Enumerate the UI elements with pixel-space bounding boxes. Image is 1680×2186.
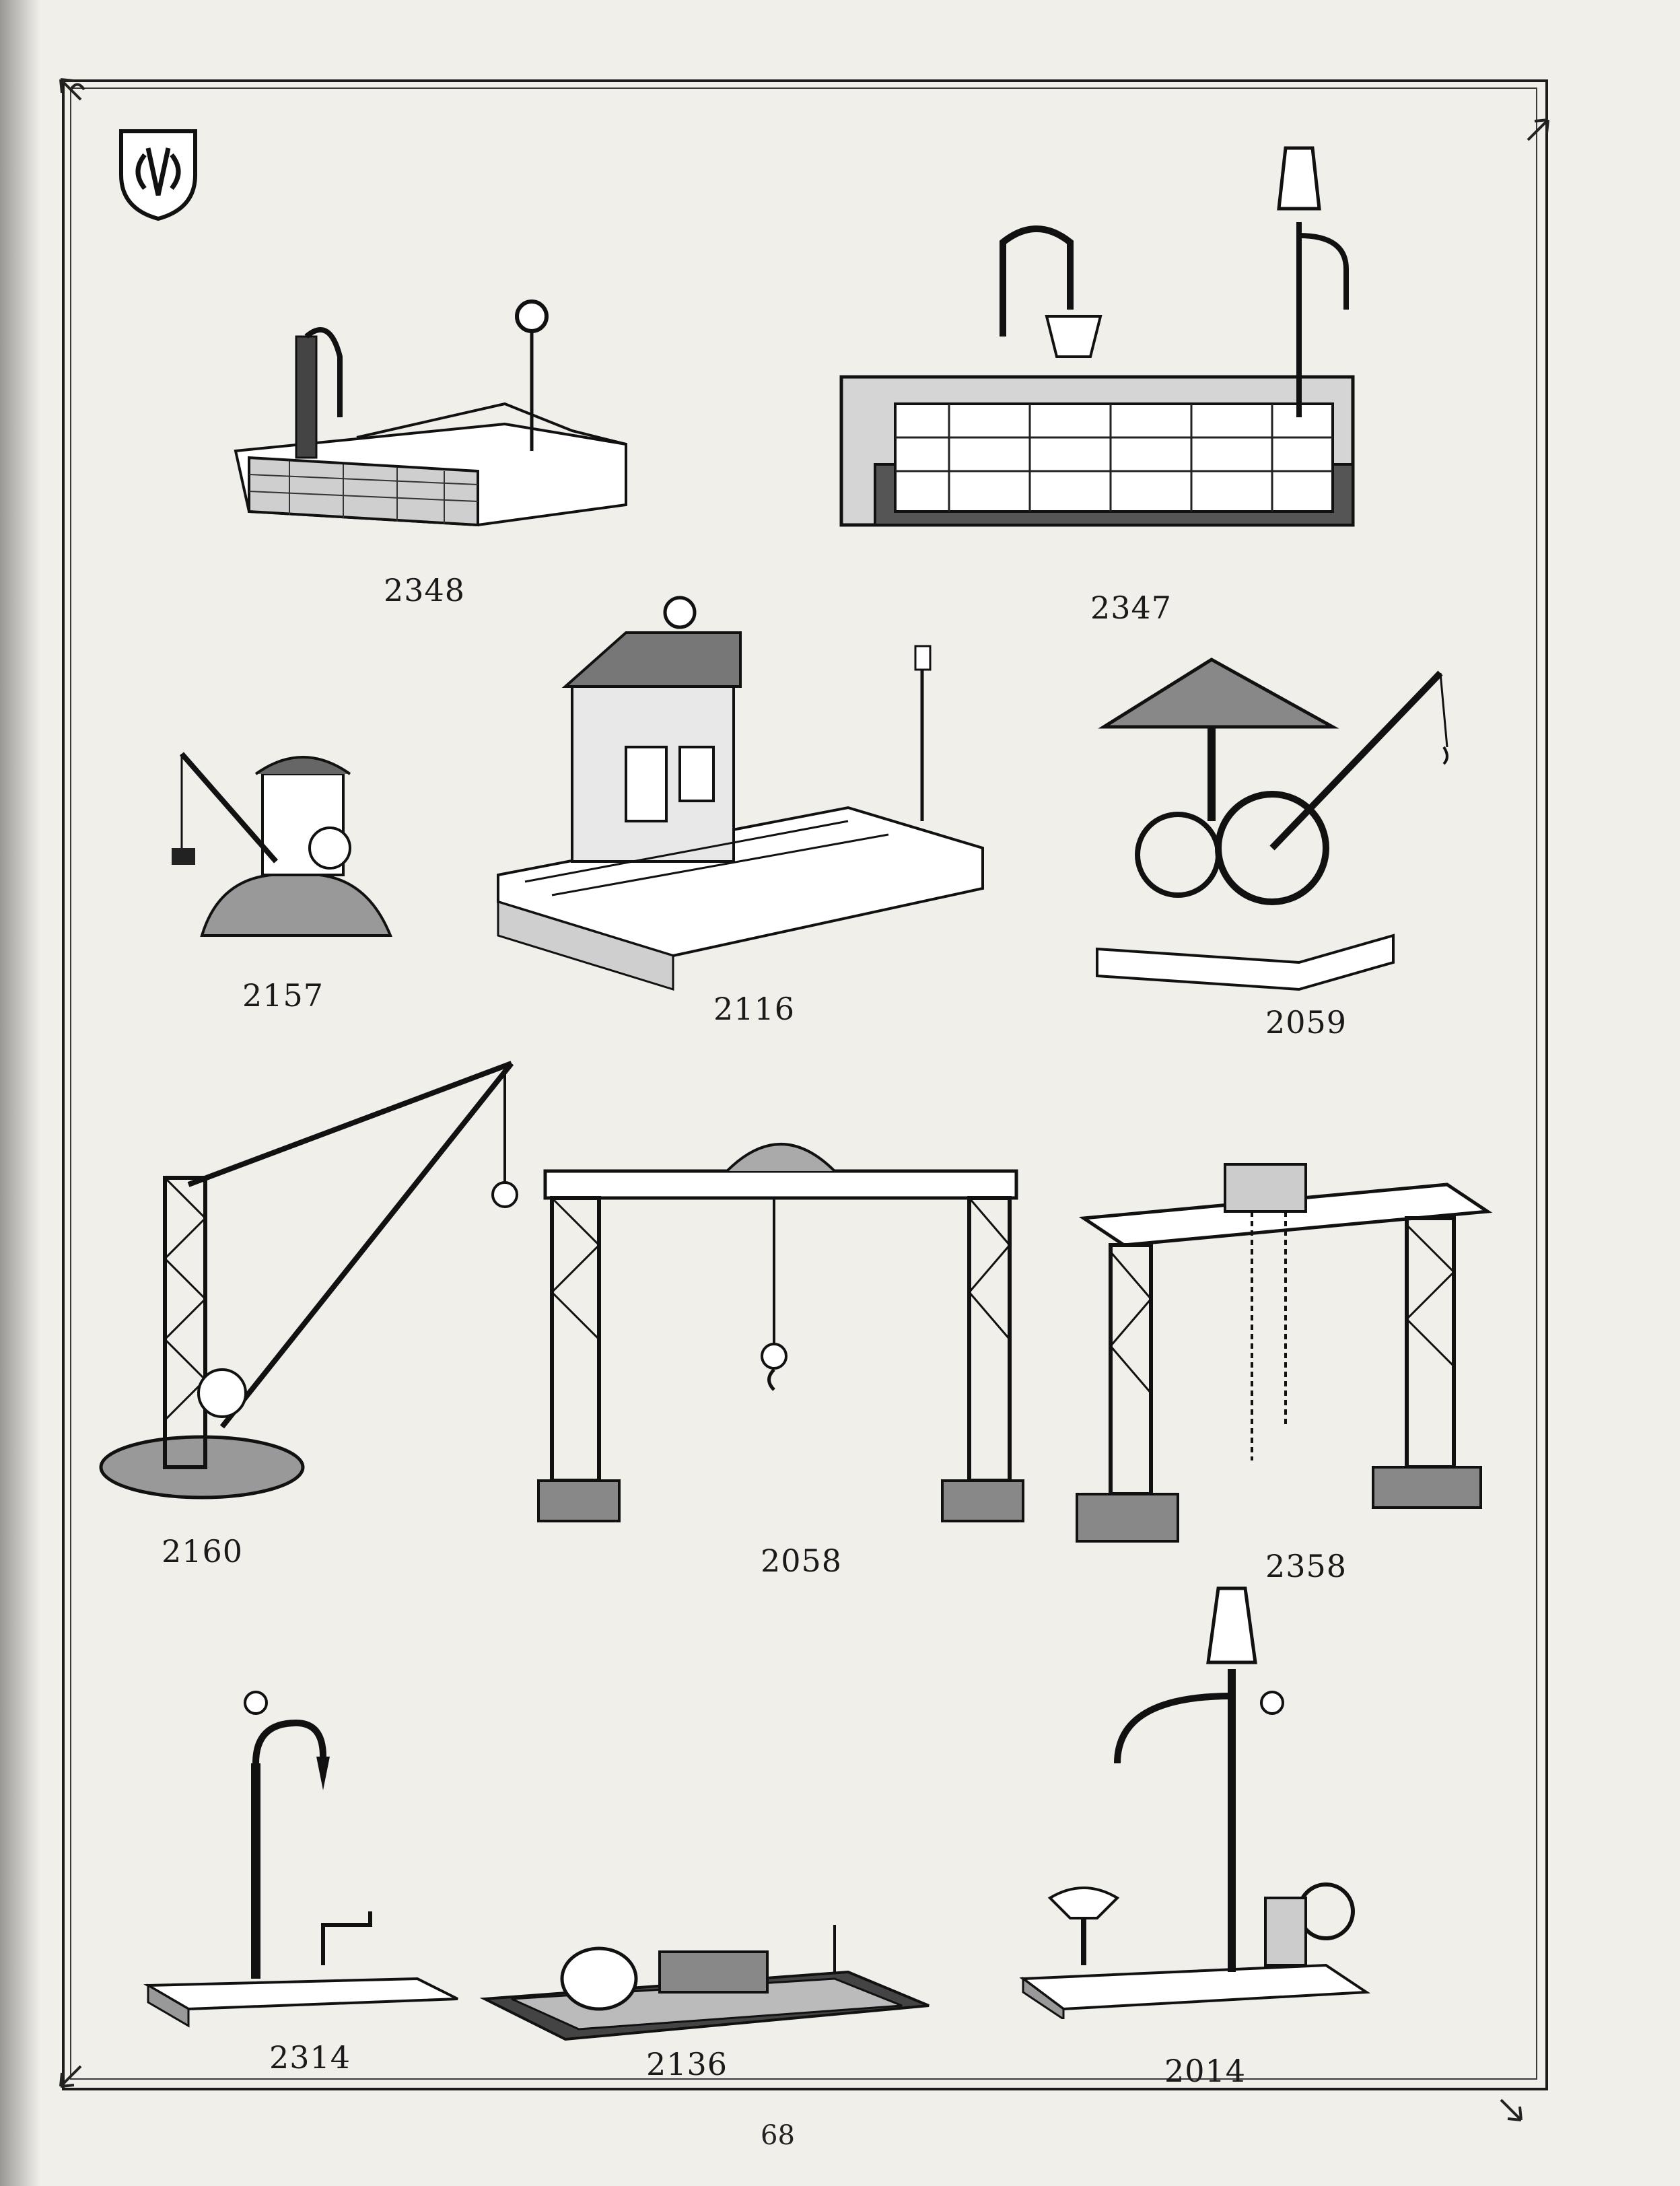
item-label-2348: 2348 [384, 572, 466, 608]
illustration-2314 [135, 1683, 485, 2033]
item-label-2059: 2059 [1265, 1004, 1348, 1041]
illustration-2160 [88, 1050, 559, 1521]
item-label-2160: 2160 [162, 1533, 244, 1570]
illustration-2136 [471, 1898, 942, 2059]
page-edge-shadow [0, 0, 40, 2186]
page-number: 68 [761, 2120, 795, 2151]
illustration-2116 [471, 592, 1010, 996]
illustration-2157 [162, 713, 417, 983]
illustration-2348 [222, 283, 639, 572]
shield-monogram-icon [119, 129, 197, 221]
illustration-2358 [1070, 1144, 1501, 1548]
item-label-2136: 2136 [646, 2046, 728, 2082]
page-frame-inner [70, 87, 1537, 2080]
item-label-2157: 2157 [242, 977, 324, 1014]
corner-ornament-icon [59, 2065, 82, 2088]
illustration-2058 [525, 1090, 1037, 1528]
corner-ornament-icon [1527, 118, 1549, 141]
illustration-2059 [1077, 646, 1494, 1003]
item-label-2014: 2014 [1164, 2053, 1247, 2089]
corner-ornament-icon [59, 78, 85, 101]
corner-ornament-icon [1500, 2099, 1523, 2121]
item-label-2314: 2314 [269, 2039, 351, 2076]
item-label-2347: 2347 [1090, 590, 1172, 626]
item-label-2358: 2358 [1265, 1548, 1348, 1584]
illustration-2014 [1010, 1561, 1387, 2019]
item-label-2058: 2058 [761, 1543, 843, 1579]
illustration-2347 [835, 135, 1387, 559]
page-frame [62, 79, 1548, 2090]
item-label-2116: 2116 [713, 991, 796, 1027]
